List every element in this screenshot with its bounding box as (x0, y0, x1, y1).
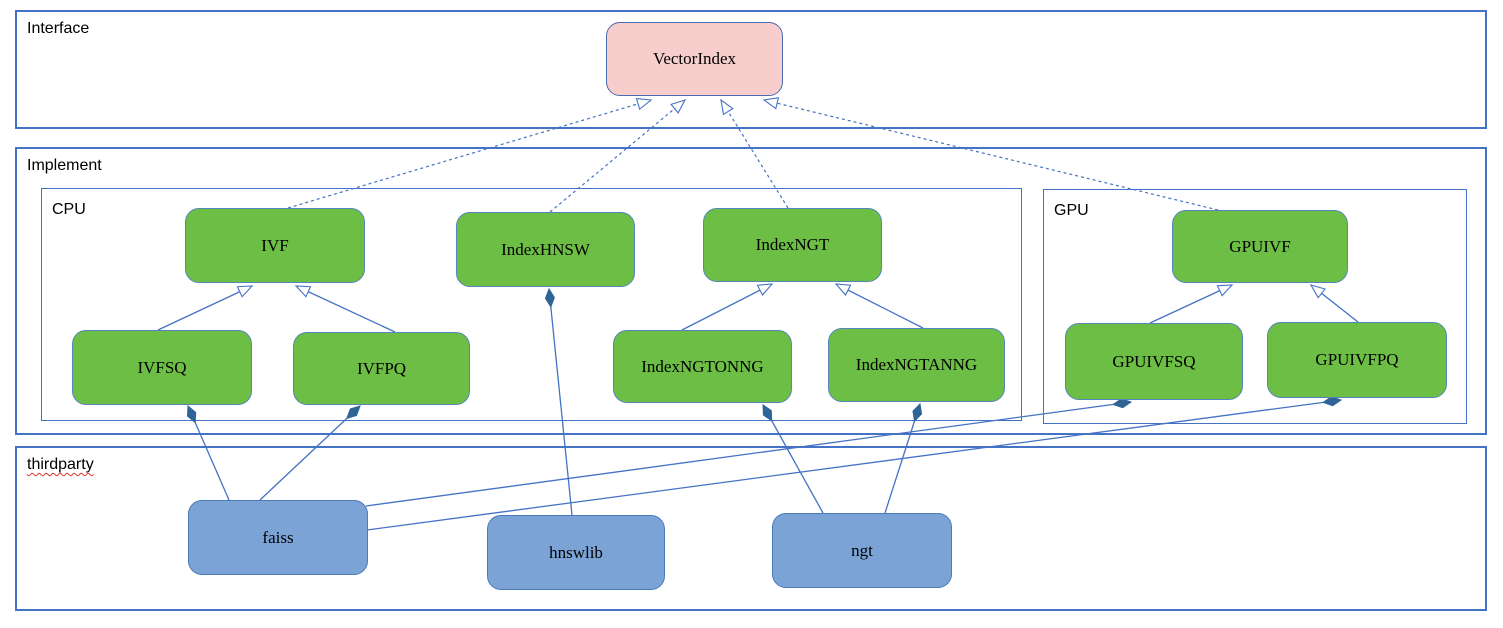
node-ivf[interactable]: IVF (185, 208, 365, 283)
node-vectorindex[interactable]: VectorIndex (606, 22, 783, 96)
container-thirdparty-label: thirdparty (27, 456, 94, 473)
node-ivfpq-label: IVFPQ (356, 358, 407, 378)
node-indexngtanng-label: IndexNGTANNG (855, 355, 978, 374)
node-ivf-label: IVF (261, 235, 289, 255)
node-gpuivfpq[interactable]: GPUIVFPQ (1267, 322, 1447, 398)
node-ivfsq-label: IVFSQ (137, 357, 187, 377)
container-interface-label: Interface (27, 20, 90, 37)
container-gpu-label: GPU (1054, 202, 1089, 219)
node-vectorindex-label: VectorIndex (652, 49, 737, 68)
node-indexngt[interactable]: IndexNGT (703, 208, 882, 282)
node-indexngtanng[interactable]: IndexNGTANNG (828, 328, 1005, 402)
node-hnswlib[interactable]: hnswlib (487, 515, 665, 590)
node-ivfpq[interactable]: IVFPQ (293, 332, 470, 405)
container-cpu-label: CPU (52, 201, 86, 218)
node-ivfsq[interactable]: IVFSQ (72, 330, 252, 405)
node-gpuivfsq-label: GPUIVFSQ (1112, 351, 1196, 371)
node-hnswlib-label: hnswlib (549, 542, 603, 562)
node-faiss[interactable]: faiss (188, 500, 368, 575)
node-indexhnsw-label: IndexHNSW (501, 239, 590, 259)
node-indexngt-label: IndexNGT (755, 235, 830, 254)
node-ngt[interactable]: ngt (772, 513, 952, 588)
node-indexhnsw[interactable]: IndexHNSW (456, 212, 635, 287)
node-gpuivfpq-label: GPUIVFPQ (1315, 350, 1399, 369)
node-gpuivfsq[interactable]: GPUIVFSQ (1065, 323, 1243, 400)
node-faiss-label: faiss (262, 527, 294, 547)
node-gpuivf-label: GPUIVF (1229, 236, 1291, 256)
container-implement-label: Implement (27, 157, 102, 174)
node-indexngtonng[interactable]: IndexNGTONNG (613, 330, 792, 403)
node-indexngtonng-label: IndexNGTONNG (641, 356, 764, 376)
node-ngt-label: ngt (851, 540, 873, 560)
node-gpuivf[interactable]: GPUIVF (1172, 210, 1348, 283)
